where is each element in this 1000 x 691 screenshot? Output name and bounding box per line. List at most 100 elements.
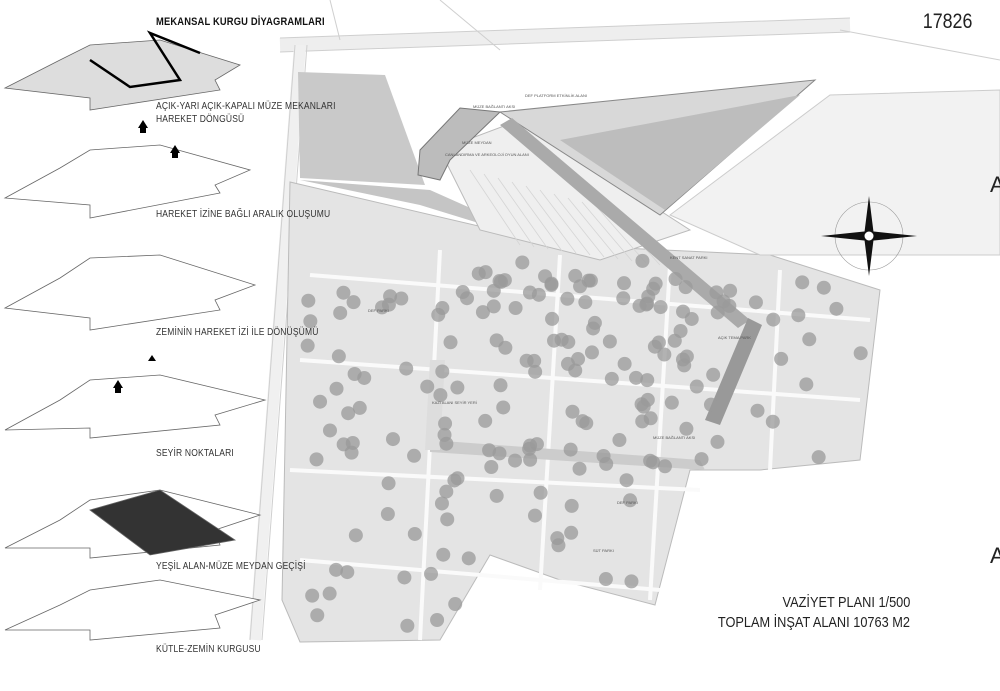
plan-label: KAZI ALANI SEYİR YERİ <box>432 400 477 405</box>
grid-line <box>553 193 605 258</box>
tree <box>750 403 765 418</box>
tree <box>482 443 497 458</box>
tree <box>619 473 634 488</box>
tree <box>629 370 644 385</box>
diagram-caption: SEYİR NOKTALARI <box>156 448 234 459</box>
tree <box>484 460 499 475</box>
tree <box>604 371 619 386</box>
grid-line <box>525 185 577 254</box>
tree <box>455 285 470 300</box>
tree <box>653 300 668 315</box>
tree <box>816 280 831 295</box>
tree <box>394 291 409 306</box>
plan-label: DEF PARKI <box>368 308 389 313</box>
tree <box>430 613 445 628</box>
tree <box>437 427 452 442</box>
tree <box>438 416 453 431</box>
tree <box>531 287 546 302</box>
tree <box>721 378 736 393</box>
tree <box>434 496 449 511</box>
tree <box>853 346 868 361</box>
plan-label: DEF PLATFORM ETKİNLİK ALANI <box>525 93 587 98</box>
tree <box>341 406 356 421</box>
tree <box>799 377 814 392</box>
diagram-caption: HAREKET İZİNE BAĞLI ARALIK OLUŞUMU <box>156 209 331 220</box>
grid-line <box>469 169 521 246</box>
tree <box>435 301 450 316</box>
tree <box>493 378 508 393</box>
tree <box>616 276 631 291</box>
tree <box>766 312 781 327</box>
tree <box>447 473 462 488</box>
tree <box>563 442 578 457</box>
tree <box>523 452 538 467</box>
tree <box>424 566 439 581</box>
grid-line <box>581 201 633 262</box>
tree <box>407 448 422 463</box>
tree <box>568 268 583 283</box>
tree <box>471 266 486 281</box>
viewpoint-arrows <box>113 120 180 393</box>
tree <box>519 353 534 368</box>
tree <box>709 285 724 300</box>
tree <box>310 608 325 623</box>
tree <box>643 411 658 426</box>
tree <box>533 485 548 500</box>
tree <box>340 565 355 580</box>
plan-label: MÜZE BAĞLANTI AKSI <box>653 435 696 440</box>
tree <box>450 380 465 395</box>
tree <box>795 275 810 290</box>
diagram-caption: AÇIK-YARI AÇIK-KAPALI MÜZE MEKANLARI <box>156 101 336 112</box>
diagram-4 <box>4 374 267 439</box>
plan-label: CANLANDIRMA VE ARKEOLOJİ OYUN ALANI <box>445 152 529 157</box>
tree <box>640 373 655 388</box>
diagram-caption: YEŞİL ALAN-MÜZE MEYDAN GEÇİŞİ <box>156 561 306 572</box>
tree <box>829 301 844 316</box>
tree <box>508 453 523 468</box>
tree <box>486 299 501 314</box>
tree <box>673 324 688 339</box>
tree <box>329 381 344 396</box>
grid-line <box>483 173 535 248</box>
tree <box>564 525 579 540</box>
tree <box>346 295 361 310</box>
plan-label: MÜZE BAĞLANTI AKSI <box>473 104 516 109</box>
tree <box>564 498 579 513</box>
plan-label: MÜZE MEYDAN <box>462 140 492 145</box>
ramp <box>500 118 750 328</box>
tree <box>678 280 693 295</box>
diagrams-title: MEKANSAL KURGU DİYAGRAMLARI <box>156 16 325 28</box>
tree <box>703 397 718 412</box>
tree <box>486 283 501 298</box>
tree <box>443 335 458 350</box>
tree <box>322 423 337 438</box>
tree <box>336 285 351 300</box>
parking-area <box>669 89 1000 256</box>
diagram-caption: ZEMİNİN HAREKET İZİ İLE DÖNÜŞÜMÜ <box>156 327 319 338</box>
tree <box>802 332 817 347</box>
tree <box>657 347 672 362</box>
plan-label: DEF PARKI <box>617 500 638 505</box>
plan-label: KENT SANAT PARKI <box>670 255 708 260</box>
tree <box>679 349 694 364</box>
tree <box>573 279 588 294</box>
tree <box>651 335 666 350</box>
tree <box>722 298 737 313</box>
tree <box>599 456 614 471</box>
tree <box>301 293 316 308</box>
tree <box>527 508 542 523</box>
trees <box>300 253 868 633</box>
section-marker-a: A <box>990 172 1000 197</box>
tree <box>811 450 826 465</box>
tree <box>399 361 414 376</box>
tree <box>515 255 530 270</box>
tree <box>791 308 806 323</box>
tree <box>679 421 694 436</box>
tree <box>407 526 422 541</box>
tree <box>329 562 344 577</box>
tree <box>668 272 683 287</box>
tree <box>616 291 631 306</box>
tree <box>612 433 627 448</box>
tree <box>571 352 586 367</box>
